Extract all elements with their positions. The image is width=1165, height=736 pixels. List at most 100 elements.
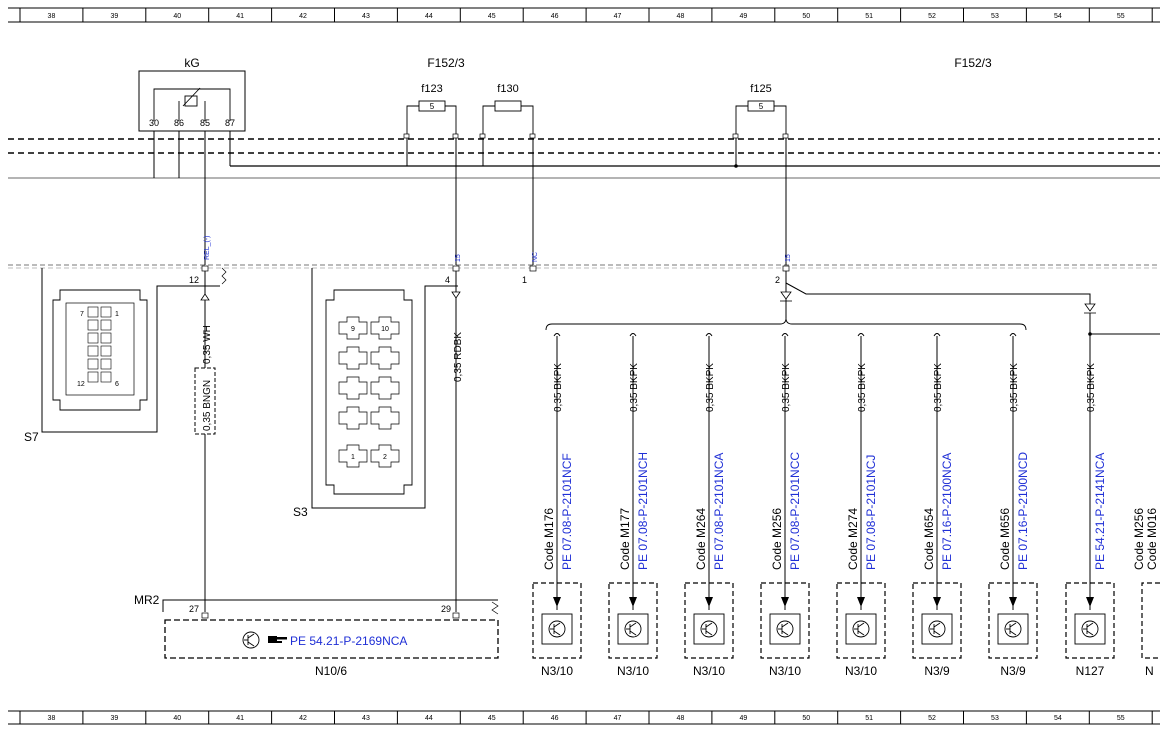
ruler-column-number: 38: [48, 715, 56, 722]
s7-pin-6: 6: [115, 381, 119, 388]
arrow-icon: [200, 293, 210, 301]
pin-12: 12: [189, 275, 199, 285]
ruler-column-number: 44: [425, 13, 433, 20]
ruler-column-number: 41: [236, 715, 244, 722]
fuse-f123-label: f123: [421, 83, 442, 95]
relay-label: kG: [184, 56, 199, 70]
n10-6-link[interactable]: PE 54.21-P-2169NCA: [290, 634, 407, 648]
fuse-f125-label: f125: [750, 83, 771, 95]
ruler-column-number: 42: [299, 13, 307, 20]
s3-pin-10: 10: [381, 326, 389, 333]
ruler-column-number: 38: [48, 13, 56, 20]
wire-15-left: 4 0,35 RDBK: [445, 265, 464, 612]
ruler-column-number: 45: [488, 13, 496, 20]
ruler-column-number: 42: [299, 715, 307, 722]
branch-link[interactable]: PE 07.08-P-2101NCC: [788, 452, 802, 570]
wire-nc: 1: [522, 265, 537, 285]
mr2-label: MR2: [134, 593, 160, 607]
s7-pin-12: 12: [77, 381, 85, 388]
branch-module-label: N3/10: [541, 664, 573, 678]
branch-wire-label: 0,35 BKPK: [1009, 363, 1020, 412]
wire-15-right: 2: [545, 265, 1160, 610]
ruler-column-number: 54: [1054, 715, 1062, 722]
ruler-column-number: 51: [865, 13, 873, 20]
transistor-icon: [1004, 620, 1022, 638]
module-n10-6: PE 54.21-P-2169NCA N10/6: [164, 619, 499, 678]
transistor-icon: [852, 620, 870, 638]
branch-wire-label: 0,35 BKPK: [781, 363, 792, 412]
branch-1: 0,35 BKPK Code M176 PE 07.08-P-2101NCF N3/1…: [532, 333, 582, 678]
ruler-column-number: 40: [173, 13, 181, 20]
pin-27: 27: [189, 604, 199, 614]
s3-pin-9: 9: [351, 326, 355, 333]
branch-link[interactable]: PE 07.08-P-2101NCA: [712, 453, 726, 570]
branch-module-label: N3/10: [845, 664, 877, 678]
branch-wire-label: 0,35 BKPK: [933, 363, 944, 412]
ruler-column-number: 41: [236, 13, 244, 20]
branch-group: 0,35 BKPK Code M176 PE 07.08-P-2101NCF N3/1…: [532, 333, 1115, 678]
pin-1: 1: [522, 275, 527, 285]
branch-wire-label: 0,35 BKPK: [1086, 363, 1097, 412]
ruler-column-number: 48: [677, 13, 685, 20]
relay-pin-86: 86: [174, 118, 184, 128]
arrow-down-icon: [553, 597, 561, 607]
component-s7: 7 1 12 6 S7: [24, 268, 220, 444]
signal-rel: REL_(-): [204, 235, 211, 260]
ruler-column-number: 49: [739, 715, 747, 722]
pin-29: 29: [441, 604, 451, 614]
fuse-f125: f125 5: [735, 83, 787, 139]
arrow-icon: [780, 291, 792, 300]
transistor-icon: [624, 620, 642, 638]
fuse-icon: [418, 100, 446, 112]
ruler-column-number: 39: [110, 715, 118, 722]
ruler-column-number: 44: [425, 715, 433, 722]
branch-wire-label: 0,35 BKPK: [857, 363, 868, 412]
signal-15-left: 15: [455, 254, 462, 262]
branch-code: Code M654: [922, 508, 936, 570]
branch-link[interactable]: PE 07.16-P-2100NCD: [1016, 452, 1030, 570]
branch-module-label: N3/10: [769, 664, 801, 678]
pin-4: 4: [445, 275, 450, 285]
arrow-down-icon: [933, 597, 941, 607]
ruler-column-number: 39: [110, 13, 118, 20]
arrow-down-icon: [1086, 597, 1094, 607]
branch-link[interactable]: PE 07.16-P-2100NCA: [940, 453, 954, 570]
branch-wire-label: 0,35 BKPK: [553, 363, 564, 412]
ruler-column-number: 52: [928, 715, 936, 722]
wire-wh: 0,35 WH: [202, 325, 213, 364]
signal-nc: NC: [532, 252, 539, 262]
relay-pin-85: 85: [200, 118, 210, 128]
branch-code: Code M264: [694, 508, 708, 570]
transistor-icon: [928, 620, 946, 638]
ruler-column-number: 46: [551, 715, 559, 722]
branch-link[interactable]: PE 07.08-P-2101NCF: [560, 453, 574, 570]
cutoff-module-label: N: [1145, 664, 1154, 678]
s7-label: S7: [24, 430, 39, 444]
fuse-f130-label: f130: [497, 83, 518, 95]
transistor-icon: [1081, 620, 1099, 638]
arrow-down-icon: [705, 597, 713, 607]
component-s3: 9 10 1 2 S3: [293, 268, 458, 519]
relay-coil-icon: [184, 95, 198, 107]
fuse-f123: f123 5: [406, 83, 457, 139]
arrow-icon: [1084, 303, 1096, 312]
branch-link[interactable]: PE 07.08-P-2101NCH: [636, 452, 650, 570]
relay-pin-87: 87: [225, 118, 235, 128]
ruler-column-number: 53: [991, 13, 999, 20]
ruler-column-number: 47: [614, 13, 622, 20]
branch-module-label: N3/9: [924, 664, 950, 678]
branch-code: Code M176: [542, 508, 556, 570]
branch-code: Code M274: [846, 508, 860, 570]
s3-label: S3: [293, 505, 308, 519]
transistor-icon: [776, 620, 794, 638]
branch-link[interactable]: PE 07.08-P-2101NCJ: [864, 455, 878, 570]
branch-6: 0,35 BKPK Code M654 PE 07.16-P-2100NCA N3/9: [912, 333, 962, 678]
signal-15-right: 15: [785, 254, 792, 262]
branch-wire-label: 0,35 BKPK: [629, 363, 640, 412]
branch-link[interactable]: PE 54.21-P-2141NCA: [1093, 453, 1107, 570]
